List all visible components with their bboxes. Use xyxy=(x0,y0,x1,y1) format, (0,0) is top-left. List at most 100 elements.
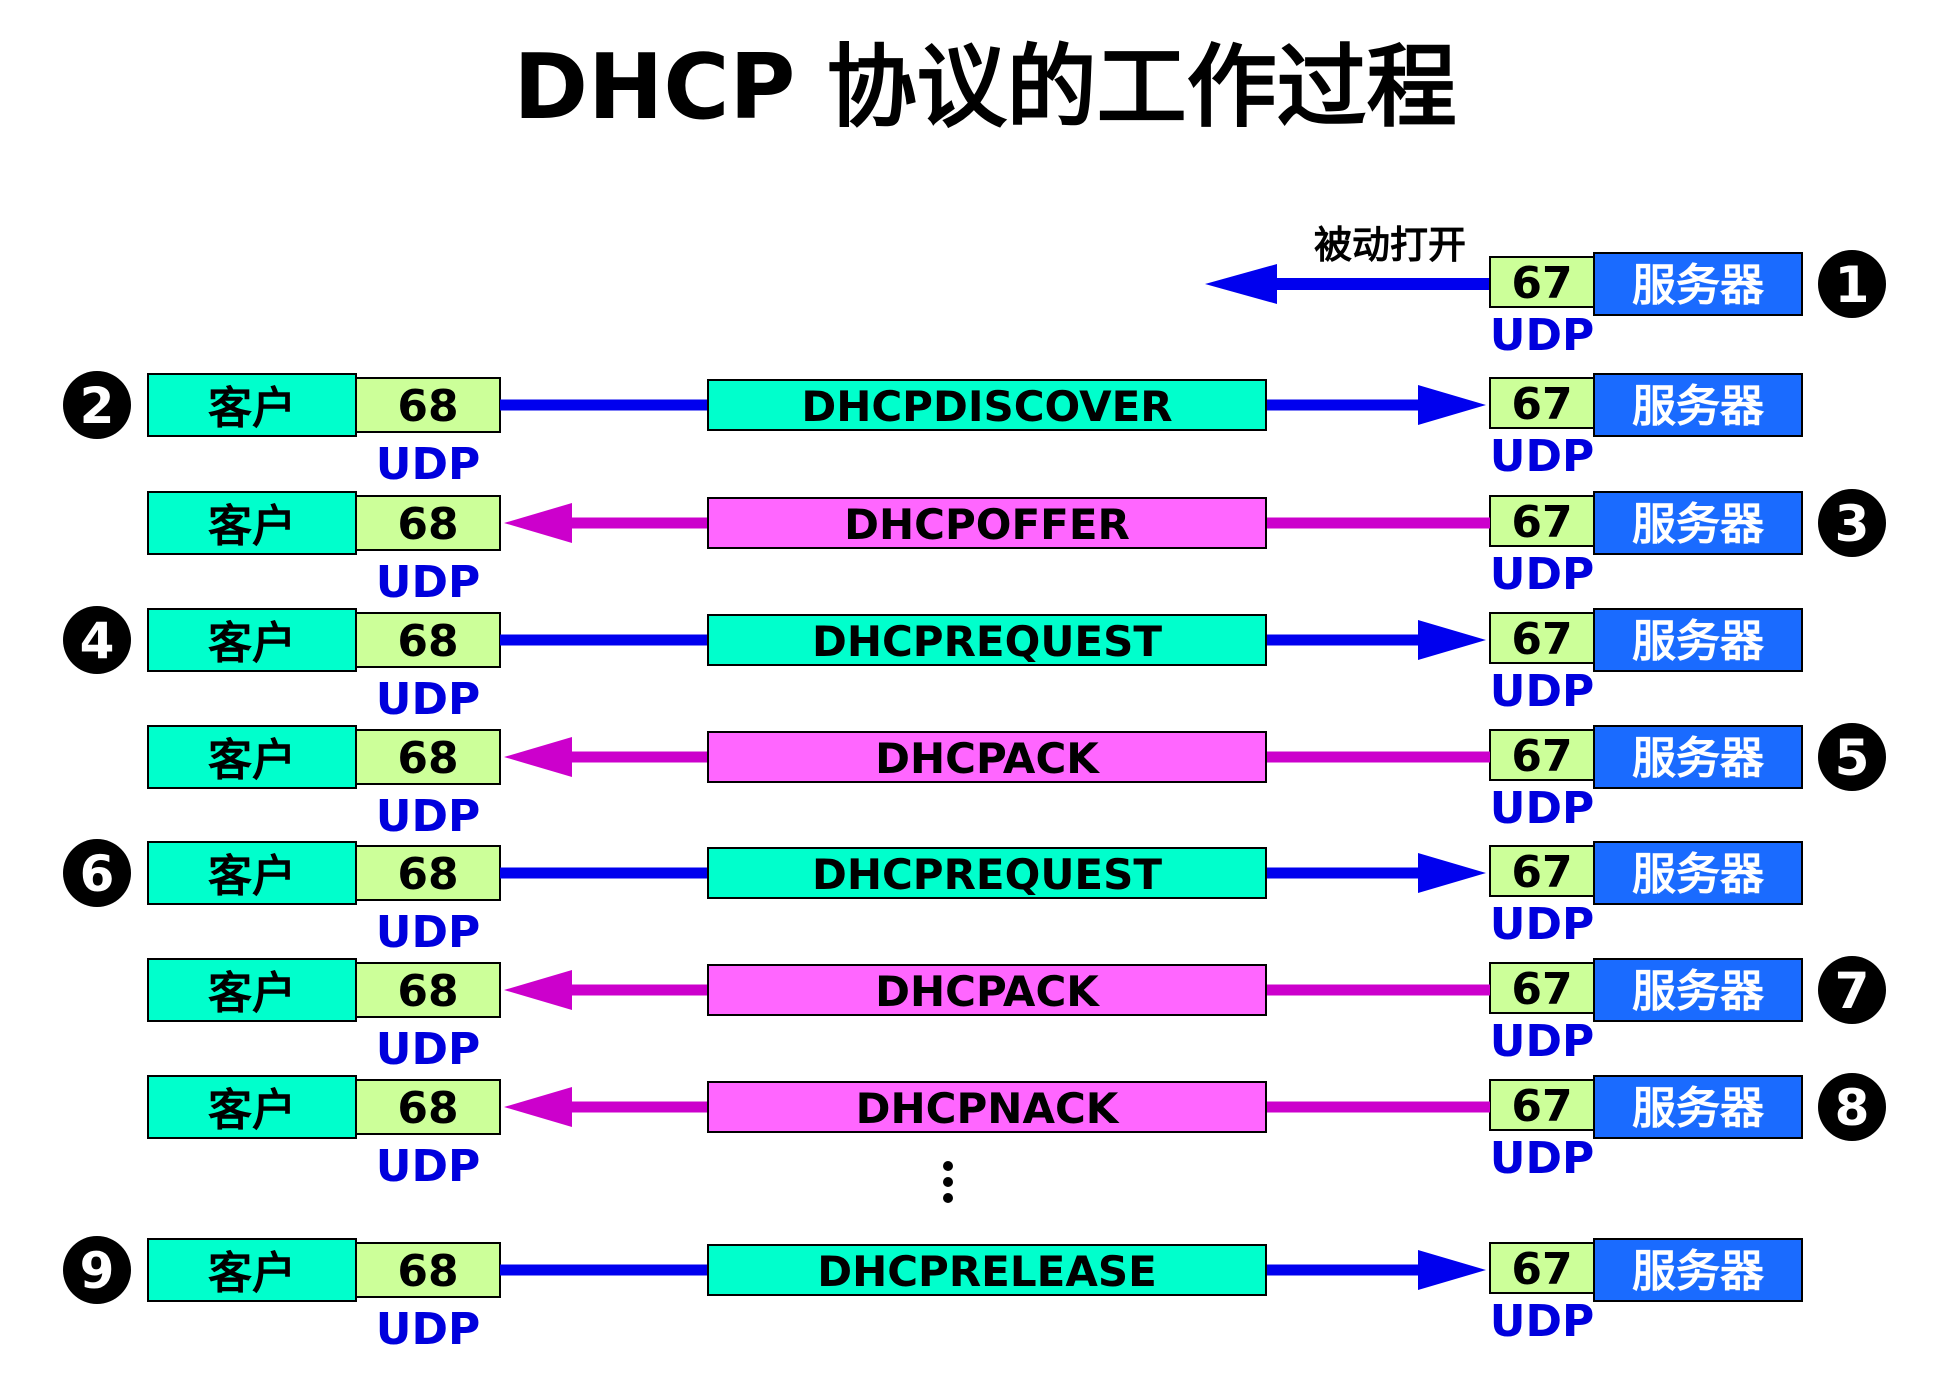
client-port-box xyxy=(355,729,501,785)
step-number: 8 xyxy=(1835,1079,1870,1137)
client-port-box xyxy=(355,377,501,433)
step-number: 9 xyxy=(80,1242,115,1300)
server-port-box xyxy=(1489,729,1595,781)
ellipsis-dot xyxy=(943,1177,953,1187)
server-label: 服务器 xyxy=(1632,381,1765,432)
client-port-label: 68 xyxy=(397,499,458,550)
client-port-label: 68 xyxy=(397,1083,458,1134)
step-number: 7 xyxy=(1835,962,1870,1020)
step-number-circle xyxy=(1818,250,1886,318)
server-udp-label: UDP xyxy=(1490,310,1595,361)
client-udp-label: UDP xyxy=(376,1304,481,1355)
arrow-head-right xyxy=(1418,853,1486,893)
client-udp-label: UDP xyxy=(376,557,481,608)
server-port-box xyxy=(1489,377,1595,429)
client-port-box xyxy=(355,1079,501,1135)
arrow-head-left xyxy=(504,737,572,777)
server-box xyxy=(1593,1238,1803,1302)
client-box xyxy=(147,1075,357,1139)
ellipsis-marker xyxy=(943,1161,953,1203)
arrow-head-right xyxy=(1418,385,1486,425)
server-udp-label: UDP xyxy=(1490,1296,1595,1347)
message-label: DHCPOFFER xyxy=(844,500,1130,549)
ellipsis-dot xyxy=(943,1193,953,1203)
step-number: 6 xyxy=(80,845,115,903)
step-number: 1 xyxy=(1835,256,1870,314)
server-label: 服务器 xyxy=(1632,849,1765,900)
client-port-box xyxy=(355,495,501,551)
client-udp-label: UDP xyxy=(376,674,481,725)
step-number-circle xyxy=(63,371,131,439)
server-label: 服务器 xyxy=(1632,966,1765,1017)
message-box xyxy=(707,1244,1267,1296)
server-box xyxy=(1593,958,1803,1022)
client-box xyxy=(147,725,357,789)
passive-open-label: 被动打开 xyxy=(1314,223,1466,267)
server-label: 服务器 xyxy=(1632,499,1765,550)
server-port-label: 67 xyxy=(1511,731,1572,782)
server-port-box xyxy=(1489,612,1595,664)
client-udp-label: UDP xyxy=(376,1024,481,1075)
client-box xyxy=(147,958,357,1022)
client-box xyxy=(147,1238,357,1302)
server-port-label: 67 xyxy=(1511,379,1572,430)
message-box xyxy=(707,964,1267,1016)
arrow-head-right xyxy=(1418,620,1486,660)
server-box xyxy=(1593,725,1803,789)
server-port-label: 67 xyxy=(1511,847,1572,898)
client-udp-label: UDP xyxy=(376,791,481,842)
server-udp-label: UDP xyxy=(1490,666,1595,717)
client-port-label: 68 xyxy=(397,381,458,432)
client-port-box xyxy=(355,962,501,1018)
message-box xyxy=(707,379,1267,431)
client-port-label: 68 xyxy=(397,849,458,900)
client-label: 客户 xyxy=(208,1085,296,1136)
server-udp-label: UDP xyxy=(1490,1133,1595,1184)
step-number: 3 xyxy=(1835,495,1870,553)
server-port-box xyxy=(1489,495,1595,547)
ellipsis-dot xyxy=(943,1161,953,1171)
client-label: 客户 xyxy=(208,735,296,786)
server-box xyxy=(1593,373,1803,437)
server-udp-label: UDP xyxy=(1490,899,1595,950)
message-label: DHCPDISCOVER xyxy=(801,382,1172,431)
client-udp-label: UDP xyxy=(376,907,481,958)
server-port-label: 67 xyxy=(1511,964,1572,1015)
diagram-title: DHCP 协议的工作过程 xyxy=(513,35,1456,140)
server-port-box xyxy=(1489,1242,1595,1294)
step-number-circle xyxy=(63,839,131,907)
server-port-label: 67 xyxy=(1511,497,1572,548)
client-label: 客户 xyxy=(208,851,296,902)
client-label: 客户 xyxy=(208,968,296,1019)
server-udp-label: UDP xyxy=(1490,1016,1595,1067)
step-number: 4 xyxy=(80,612,115,670)
server-label: 服务器 xyxy=(1632,1083,1765,1134)
server-port-label: 67 xyxy=(1511,1081,1572,1132)
passive-open-arrow-head xyxy=(1205,264,1277,304)
arrow-head-left xyxy=(504,1087,572,1127)
client-label: 客户 xyxy=(208,1248,296,1299)
server-port-box xyxy=(1489,845,1595,897)
client-port-label: 68 xyxy=(397,733,458,784)
server-udp-label: UDP xyxy=(1490,549,1595,600)
arrow-head-left xyxy=(504,970,572,1010)
step-number-circle xyxy=(1818,489,1886,557)
client-port-label: 68 xyxy=(397,1246,458,1297)
client-port-box xyxy=(355,1242,501,1298)
server-label: 服务器 xyxy=(1632,260,1765,311)
server-port-box xyxy=(1489,962,1595,1014)
client-label: 客户 xyxy=(208,618,296,669)
server-udp-label: UDP xyxy=(1490,783,1595,834)
step-number: 2 xyxy=(80,377,115,435)
client-port-label: 68 xyxy=(397,616,458,667)
client-port-box xyxy=(355,845,501,901)
server-port-label: 67 xyxy=(1511,1244,1572,1295)
